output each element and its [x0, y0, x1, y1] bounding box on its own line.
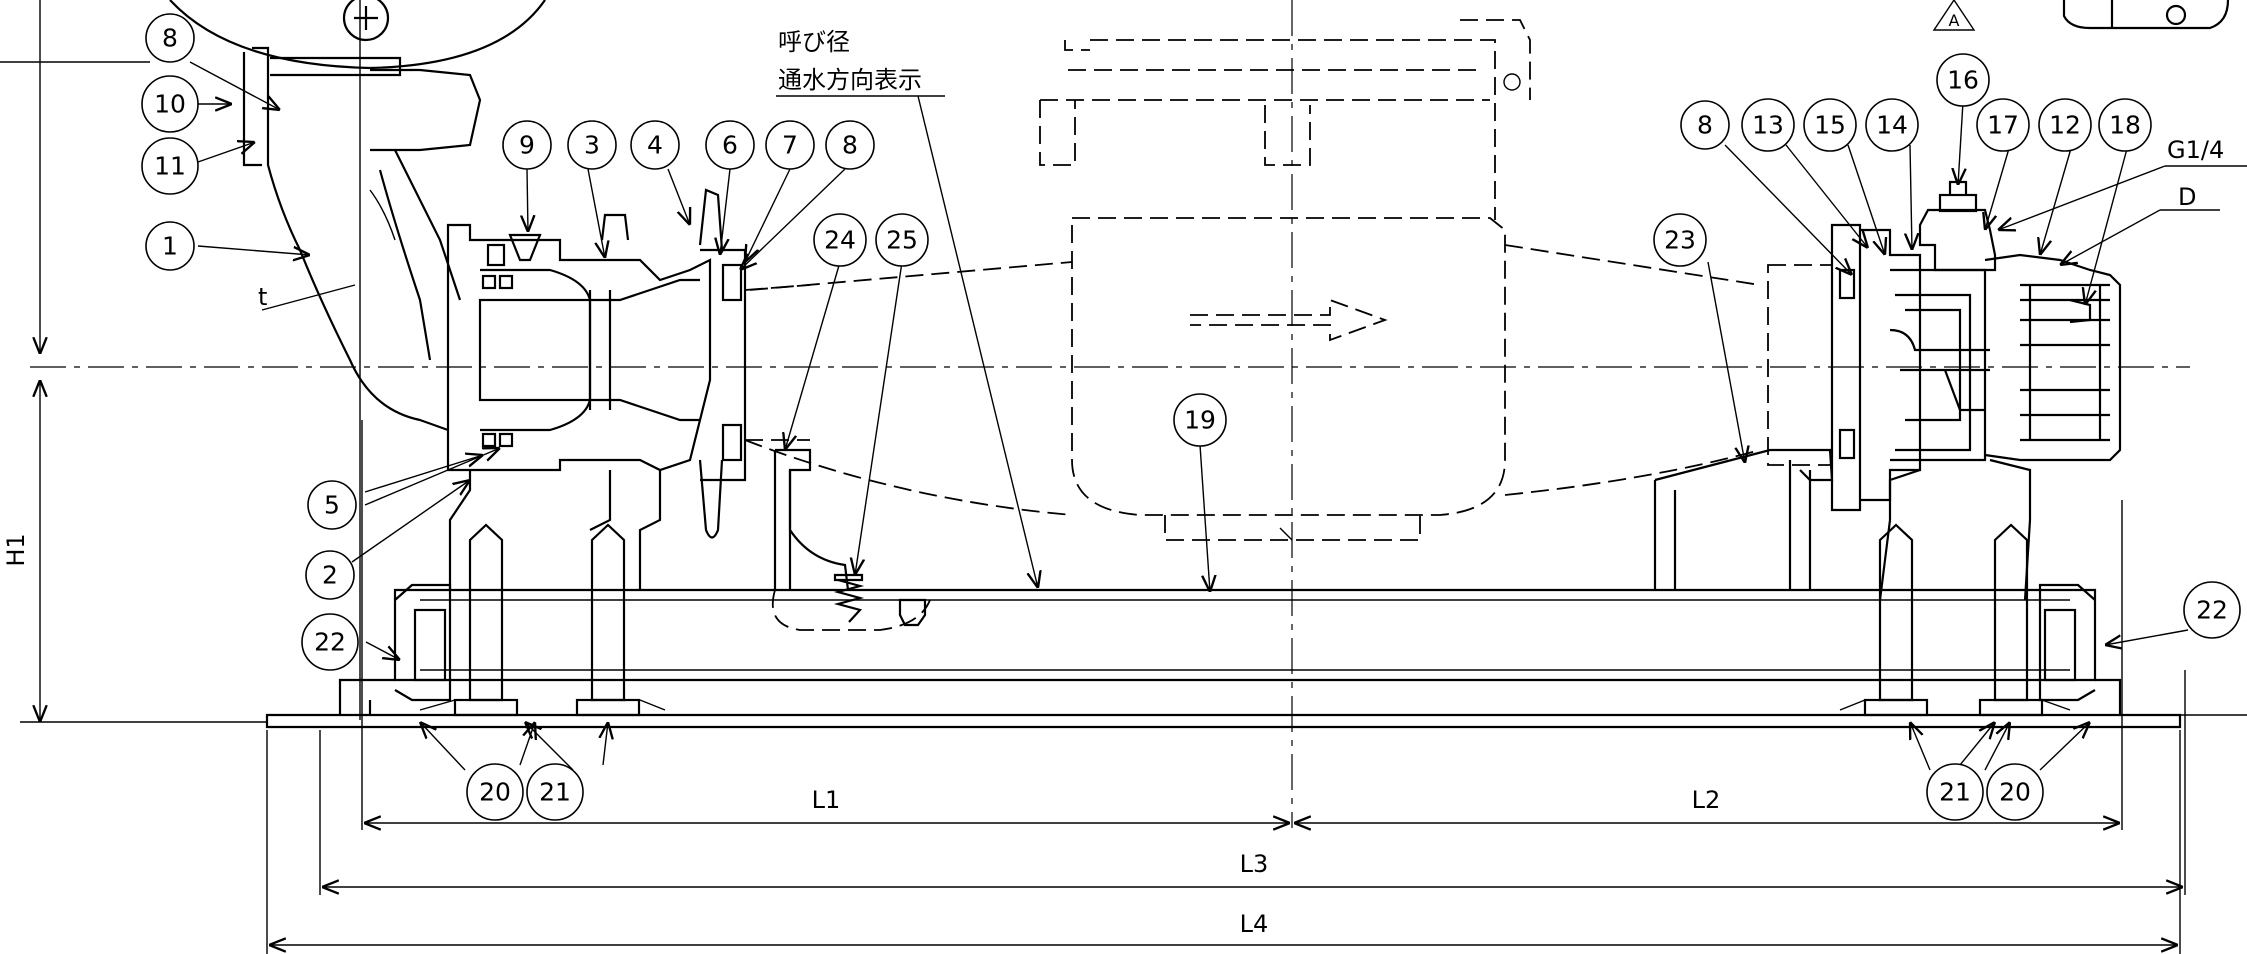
note-flow-direction: 通水方向表示 — [778, 66, 922, 94]
bubble-22-left: 22 — [301, 613, 359, 671]
note-nominal-diameter: 呼び径 — [778, 28, 850, 56]
bubble-17: 17 — [1976, 98, 2030, 152]
svg-text:16: 16 — [1947, 66, 1979, 95]
right-valve-body — [1653, 180, 2122, 601]
bubble-23: 23 — [1653, 213, 1707, 267]
svg-text:1: 1 — [162, 232, 178, 261]
svg-text:18: 18 — [2109, 111, 2141, 140]
svg-text:14: 14 — [1876, 111, 1908, 140]
left-support-bracket — [771, 448, 931, 631]
bubble-18: 18 — [2098, 98, 2152, 152]
bubble-11: 11 — [141, 137, 199, 195]
svg-text:24: 24 — [824, 226, 856, 255]
svg-text:22: 22 — [314, 628, 346, 657]
bubble-7: 7 — [765, 120, 815, 170]
svg-text:8: 8 — [1697, 111, 1713, 140]
bubble-16: 16 — [1936, 53, 1990, 107]
dim-l1: L1 — [812, 786, 841, 814]
bubble-21-right: 21 — [1926, 763, 1984, 821]
svg-text:21: 21 — [539, 778, 571, 807]
bubble-2: 2 — [305, 550, 355, 600]
bubble-20-left: 20 — [466, 763, 524, 821]
svg-text:10: 10 — [154, 90, 186, 119]
bubble-9: 9 — [502, 120, 552, 170]
bubble-3: 3 — [567, 120, 617, 170]
bubble-1: 1 — [145, 221, 195, 271]
svg-text:3: 3 — [584, 131, 600, 160]
upper-right-fragment — [2062, 0, 2230, 30]
svg-text:20: 20 — [479, 778, 511, 807]
bubble-4: 4 — [630, 120, 680, 170]
bubble-15: 15 — [1803, 98, 1857, 152]
upper-unit-outline — [169, 0, 546, 70]
svg-text:2: 2 — [322, 561, 338, 590]
svg-text:8: 8 — [842, 131, 858, 160]
dim-h1: H1 — [2, 533, 30, 566]
bubble-6: 6 — [705, 120, 755, 170]
bubble-21-left: 21 — [526, 763, 584, 821]
svg-text:12: 12 — [2049, 111, 2081, 140]
bubble-12: 12 — [2038, 98, 2092, 152]
bubble-10: 10 — [141, 75, 199, 133]
svg-text:23: 23 — [1664, 226, 1696, 255]
svg-text:9: 9 — [519, 131, 535, 160]
leader-lines — [189, 61, 2189, 771]
svg-text:7: 7 — [782, 131, 798, 160]
center-lines — [0, 0, 2190, 828]
bubble-14: 14 — [1865, 98, 1919, 152]
svg-text:5: 5 — [324, 491, 340, 520]
svg-text:4: 4 — [647, 131, 663, 160]
svg-text:20: 20 — [1999, 778, 2031, 807]
bubble-13: 13 — [1741, 98, 1795, 152]
left-valve-body — [242, 0, 747, 720]
dimension-labels: L1 L2 L3 L4 H1 t — [2, 283, 1720, 938]
svg-text:15: 15 — [1814, 111, 1846, 140]
dim-l2: L2 — [1692, 786, 1721, 814]
label-g14: G1/4 — [2167, 136, 2224, 164]
svg-text:22: 22 — [2196, 596, 2228, 625]
label-d: D — [2178, 183, 2196, 211]
anchor-bolts — [419, 523, 2071, 717]
bubble-8-top: 8 — [145, 13, 195, 63]
svg-text:13: 13 — [1752, 111, 1784, 140]
bubble-8-mid: 8 — [825, 120, 875, 170]
svg-text:25: 25 — [886, 226, 918, 255]
bubble-19: 19 — [1173, 393, 1227, 447]
dim-l4: L4 — [1240, 910, 1269, 938]
bubble-25: 25 — [875, 213, 929, 267]
svg-text:21: 21 — [1939, 778, 1971, 807]
part-number-bubbles: 8 10 11 1 9 3 4 6 7 8 24 25 5 2 22 20 21… — [141, 13, 2241, 821]
svg-text:17: 17 — [1987, 111, 2019, 140]
dimension-lines — [20, 0, 2186, 954]
bubble-20-right: 20 — [1986, 763, 2044, 821]
svg-text:19: 19 — [1184, 406, 1216, 435]
label-t: t — [258, 283, 267, 311]
svg-text:8: 8 — [162, 24, 178, 53]
dim-l3: L3 — [1240, 850, 1269, 878]
label-a-triangle: A — [1949, 11, 1960, 30]
water-meter-outline — [744, 19, 1761, 541]
text-annotations: 呼び径 通水方向表示 G1/4 D A — [776, 0, 2247, 588]
svg-text:6: 6 — [722, 131, 738, 160]
bubble-5: 5 — [307, 480, 357, 530]
bubble-24: 24 — [813, 213, 867, 267]
svg-text:11: 11 — [154, 152, 186, 181]
base-frame — [265, 583, 2247, 729]
bubble-22-right: 22 — [2183, 581, 2241, 639]
bubble-8-right: 8 — [1680, 100, 1730, 150]
